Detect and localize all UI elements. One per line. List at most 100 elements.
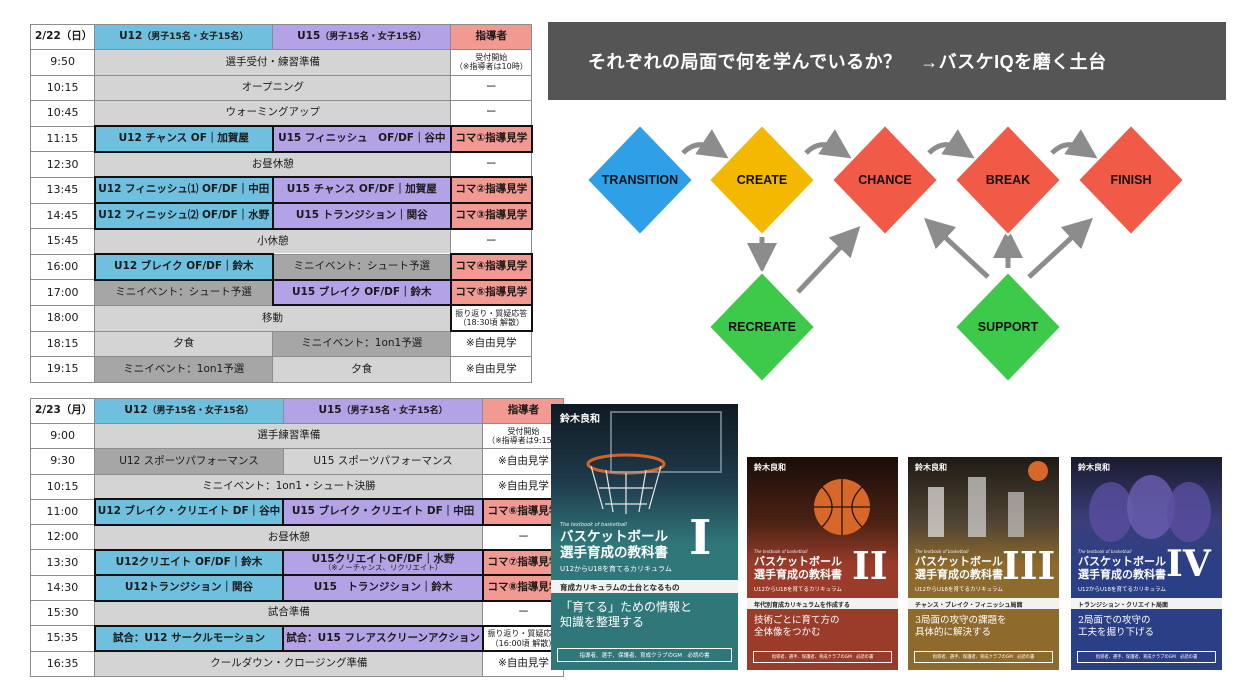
- coach-cell: 振り返り・質疑応答（18:30頃 解散）: [449, 304, 533, 333]
- svg-text:TRANSITION: TRANSITION: [602, 173, 678, 187]
- book-footer: 指導者、選手、保護者、育成クラブのGM 必読の書: [1077, 651, 1216, 663]
- u15-session-cell: U15 トランジション｜関谷: [271, 202, 452, 230]
- coach-cell: コマ①指導見学: [449, 125, 533, 153]
- book-subtitle: U12からU18を育てるカリキュラム: [560, 565, 672, 573]
- book-title: バスケットボール選手育成の教科書: [560, 529, 668, 561]
- u12-session-cell: U12クリエイト OF/DF｜鈴木: [93, 548, 285, 577]
- coach-cell: ー: [450, 228, 533, 255]
- coach-cell: ー: [450, 151, 533, 178]
- book-title: バスケットボール選手育成の教科書: [915, 555, 1003, 581]
- time-cell: 12:00: [29, 524, 96, 551]
- node-create: CREATE: [707, 123, 817, 237]
- u12-session-cell: ミニイベント：シュート予選: [94, 279, 274, 306]
- book-footer: 指導者、選手、保護者、育成クラブのGM 必読の書: [753, 651, 892, 663]
- table-row: 13:30 U12クリエイト OF/DF｜鈴木 U15クリエイトOF/DF｜水野…: [29, 548, 565, 577]
- coach-cell: コマ④指導見学: [449, 253, 533, 281]
- session-cell: ウォーミングアップ: [94, 100, 452, 127]
- node-support: SUPPORT: [953, 270, 1063, 384]
- session-cell: 試合準備: [94, 600, 484, 627]
- arrow-chance-break: [927, 129, 975, 159]
- volume-number: I: [689, 510, 712, 566]
- table-row: 16:35 クールダウン・クロージング準備 ※自由見学: [29, 650, 565, 677]
- arrow-support-chance: [923, 217, 990, 279]
- coach-cell: ー: [450, 74, 533, 102]
- session-cell: 移動: [94, 304, 452, 332]
- schedule-date: 2/23（月）: [29, 398, 96, 424]
- time-cell: 13:45: [29, 176, 96, 204]
- header-u12: U12（男子15名・女子15名）: [94, 24, 274, 50]
- book-cover-4: 鈴木良和 The textbook of basketball バスケットボール…: [1071, 457, 1222, 670]
- svg-text:BREAK: BREAK: [986, 173, 1030, 187]
- header-u15: U15（男子15名・女子15名）: [282, 398, 484, 424]
- u15-session-cell: U15 チャンス OF/DF｜加賀屋: [271, 176, 452, 205]
- u12-session-cell: 試合：U12 サークルモーション: [93, 624, 285, 653]
- book-copy: 2局面での攻守の工夫を掘り下げる: [1078, 615, 1155, 638]
- table-row: 10:45 ウォーミングアップ ー: [29, 100, 533, 127]
- u12-session-cell: ミニイベント：1on1予選: [94, 356, 274, 383]
- arrow-support-finish: [1027, 217, 1094, 279]
- u15-session-cell: 夕食: [272, 356, 452, 383]
- schedule-date: 2/22（日）: [29, 24, 96, 50]
- svg-text:CHANCE: CHANCE: [858, 173, 911, 187]
- header-coach: 指導者: [482, 398, 565, 424]
- time-cell: 14:30: [29, 574, 96, 602]
- time-cell: 11:15: [29, 125, 96, 153]
- u15-session-cell: U15クリエイトOF/DF｜水野（※ノーチャンス、リクリエイト）: [282, 548, 484, 577]
- basketball-hoop-icon: [586, 411, 722, 514]
- cover-photo: [551, 404, 738, 544]
- coach-cell: ー: [482, 524, 565, 551]
- book-english-title: The textbook of basketball: [560, 522, 627, 528]
- coach-cell: ※自由見学: [450, 330, 533, 358]
- team-huddle-icon: [1089, 475, 1211, 542]
- coach-cell: ※自由見学: [482, 650, 565, 677]
- svg-text:CREATE: CREATE: [737, 173, 787, 187]
- table-row: 12:00 お昼休憩 ー: [29, 524, 565, 551]
- table-row: 14:45 U12 フィニッシュ⑵ OF/DF｜水野 U15 トランジション｜関…: [29, 202, 533, 230]
- svg-text:FINISH: FINISH: [1111, 173, 1152, 187]
- u12-session-cell: 夕食: [94, 330, 274, 358]
- coach-cell: ー: [450, 100, 533, 127]
- u12-session-cell: U12 フィニッシュ⑴ OF/DF｜中田: [93, 176, 274, 205]
- book-english-title: The textbook of basketball: [1078, 549, 1132, 554]
- book-cover-1: 鈴木良和 The textbook of basketball バスケットボール…: [551, 404, 738, 670]
- time-cell: 16:00: [29, 253, 96, 281]
- volume-number: IV: [1166, 543, 1211, 585]
- node-chance: CHANCE: [830, 123, 940, 237]
- arrow-recreate-chance: [796, 226, 861, 294]
- coach-cell: ※自由見学: [482, 448, 565, 475]
- session-cell: ミニイベント：1on1・シュート決勝: [94, 473, 484, 500]
- node-transition: TRANSITION: [585, 123, 695, 237]
- u15-session-cell: U15 フィニッシュ OF/DF｜谷中: [271, 125, 452, 153]
- book-band: トランジション・クリエイト局面: [1071, 598, 1222, 609]
- time-cell: 9:50: [29, 49, 96, 76]
- volume-number: II: [852, 543, 888, 588]
- time-cell: 18:00: [29, 304, 96, 332]
- u15-session-cell: 試合：U15 フレアスクリーンアクション: [282, 624, 484, 653]
- u12-session-cell: U12 スポーツパフォーマンス: [94, 448, 284, 475]
- u15-session-cell: ミニイベント：シュート予選: [272, 253, 452, 281]
- table-row: 11:00 U12 ブレイク・クリエイト DF｜谷中 U15 ブレイク・クリエイ…: [29, 498, 565, 526]
- table-row: 9:50 選手受付・練習準備 受付開始（※指導者は10時）: [29, 49, 533, 76]
- volume-number: III: [1002, 543, 1056, 588]
- time-cell: 14:45: [29, 202, 96, 230]
- book-title: バスケットボール選手育成の教科書: [754, 555, 842, 581]
- time-cell: 9:30: [29, 448, 96, 475]
- header-u12: U12（男子15名・女子15名）: [94, 398, 284, 424]
- session-cell: 選手受付・練習準備: [94, 49, 452, 76]
- basketball-icon: [814, 479, 870, 535]
- coach-cell: コマ⑤指導見学: [449, 278, 533, 307]
- table-row: 13:45 U12 フィニッシュ⑴ OF/DF｜中田 U15 チャンス OF/D…: [29, 176, 533, 205]
- book-copy: 「育てる」ための情報と知識を整理する: [560, 600, 693, 629]
- time-cell: 15:45: [29, 228, 96, 255]
- table-row: 15:30 試合準備 ー: [29, 600, 565, 627]
- time-cell: 16:35: [29, 650, 96, 677]
- svg-text:SUPPORT: SUPPORT: [978, 320, 1039, 334]
- book-subtitle: U12からU18を育てるカリキュラム: [1078, 587, 1166, 593]
- cover-photo: [1071, 457, 1222, 565]
- arrow-transition-create: [681, 129, 729, 159]
- time-cell: 17:00: [29, 279, 96, 306]
- book-english-title: The textbook of basketball: [754, 549, 808, 554]
- book-title: バスケットボール選手育成の教科書: [1078, 555, 1166, 581]
- u12-session-cell: U12トランジション｜関谷: [93, 574, 285, 602]
- session-cell: 選手練習準備: [94, 422, 484, 450]
